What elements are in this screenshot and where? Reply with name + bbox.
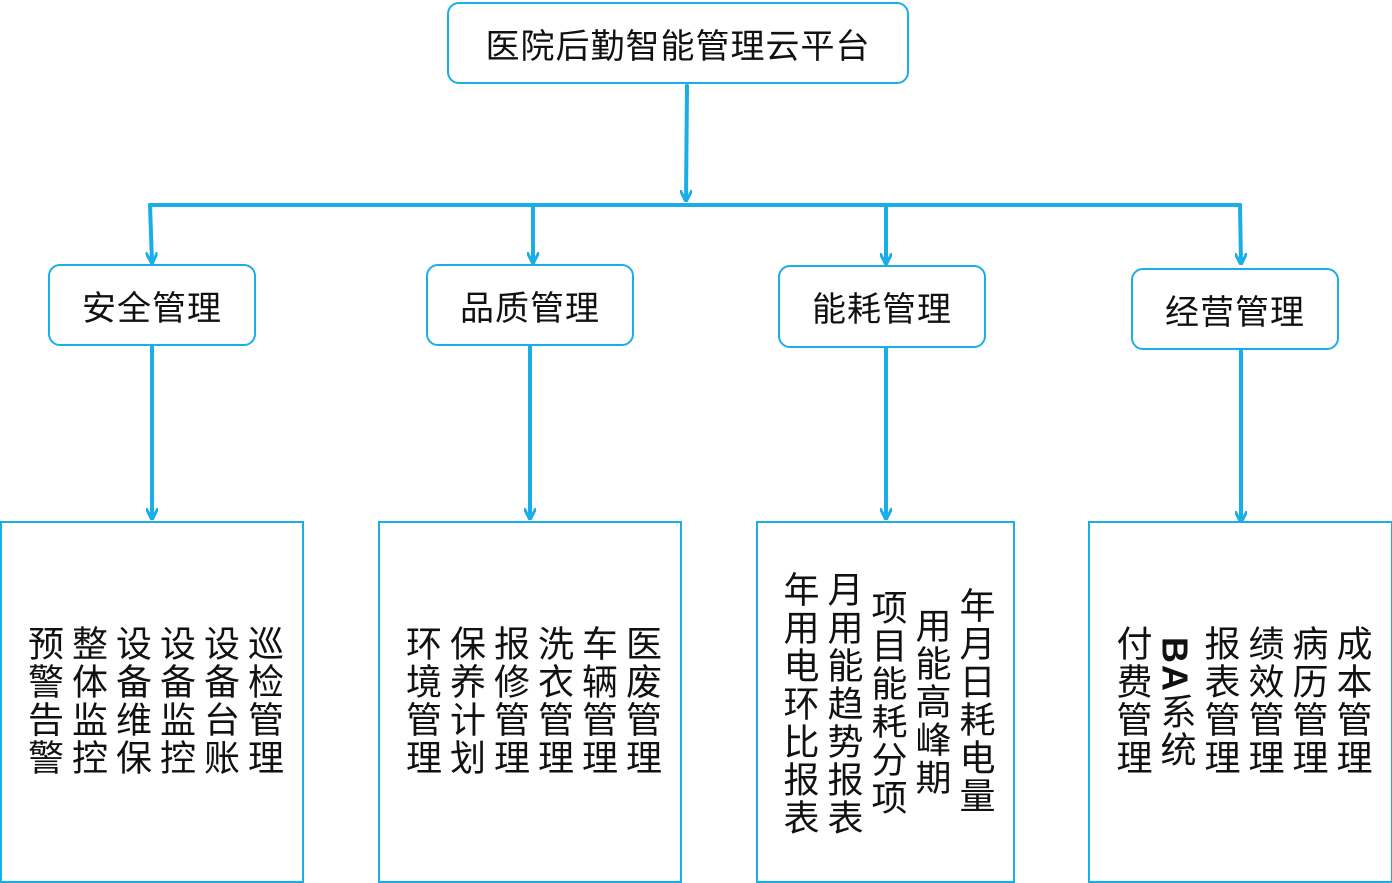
branch-label: 能耗管理: [812, 290, 952, 330]
detail-item: 洗衣管理: [532, 625, 573, 777]
branch-node-safety: 安全管理: [48, 264, 256, 346]
branch-label: 经营管理: [1165, 292, 1305, 333]
detail-item: 车辆管理: [576, 625, 617, 777]
branch-label: 品质管理: [460, 288, 600, 329]
detail-item: 巡检管理: [242, 625, 283, 777]
detail-item: 病历管理: [1286, 625, 1328, 777]
detail-item: 保养计划: [444, 625, 485, 777]
detail-item: 整体监控: [66, 625, 107, 777]
root-label: 医院后勤智能管理云平台: [485, 26, 871, 67]
branch-label: 安全管理: [82, 288, 222, 329]
detail-item: 设备维保: [110, 625, 151, 777]
detail-item: 付费管理: [1110, 625, 1152, 777]
arrow-to-operation: [1240, 203, 1241, 263]
detail-box-quality: 医废管理 车辆管理 洗衣管理 报修管理 保养计划 环境管理: [378, 521, 682, 883]
detail-item: 年用电环比报表: [777, 571, 819, 837]
detail-item: 月用能趋势报表: [821, 571, 863, 837]
detail-item: 用能高峰期: [909, 607, 951, 797]
detail-box-safety: 巡检管理 设备台账 设备监控 设备维保 整体监控 预警告警: [0, 521, 304, 883]
detail-item: 报修管理: [488, 625, 529, 777]
root-arrow: [686, 84, 687, 200]
detail-box-energy: 年月日耗电量 用能高峰期 项目能耗分项 月用能趋势报表 年用电环比报表: [756, 521, 1015, 883]
detail-item: 年月日耗电量: [953, 587, 995, 815]
detail-item: 设备监控: [154, 625, 195, 777]
detail-item: 项目能耗分项: [865, 589, 907, 817]
root-node: 医院后勤智能管理云平台: [447, 2, 909, 84]
detail-item: 医废管理: [620, 625, 661, 777]
detail-item: 绩效管理: [1242, 625, 1284, 777]
branch-node-energy: 能耗管理: [778, 265, 986, 348]
arrow-to-safety: [150, 203, 152, 262]
detail-item: 预警告警: [22, 625, 63, 777]
detail-item: BA系统: [1154, 637, 1196, 769]
detail-item: 成本管理: [1330, 625, 1372, 777]
detail-item: 设备台账: [198, 625, 239, 777]
branch-node-operation: 经营管理: [1131, 268, 1339, 350]
detail-item: 环境管理: [400, 625, 441, 777]
detail-box-operation: 成本管理 病历管理 绩效管理 报表管理 BA系统 付费管理: [1088, 521, 1392, 883]
detail-item: 报表管理: [1198, 625, 1240, 777]
branch-node-quality: 品质管理: [426, 264, 634, 346]
